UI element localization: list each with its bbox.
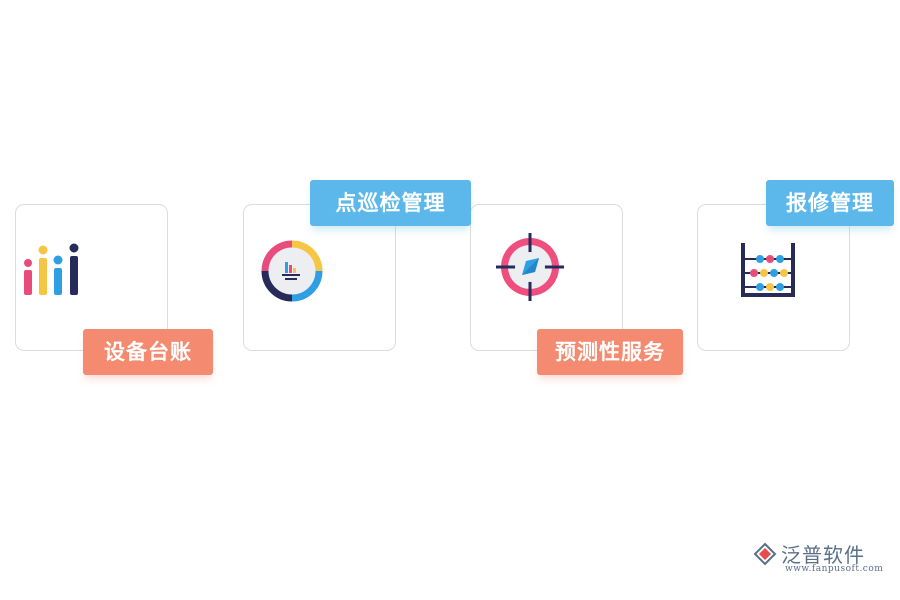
module-card-predictive-service[interactable] (470, 204, 623, 351)
module-card-equipment-ledger[interactable] (15, 204, 168, 351)
label-repair[interactable]: 报修管理 (766, 180, 894, 226)
donut-gauge-icon (261, 240, 323, 302)
bar-chart-people-icon (24, 243, 79, 295)
logo-mark-icon (753, 542, 777, 566)
crosshair-target-icon (496, 233, 564, 301)
module-card-inspection[interactable] (243, 204, 396, 351)
brand-logo: 泛普软件 www.fanpusoft.com (753, 542, 888, 582)
label-inspection[interactable]: 点巡检管理 (310, 180, 471, 226)
logo-name: 泛普软件 (781, 543, 865, 567)
label-predictive-service[interactable]: 预测性服务 (537, 329, 683, 375)
label-equipment-ledger[interactable]: 设备台账 (83, 329, 213, 375)
module-card-repair[interactable] (697, 204, 850, 351)
abacus-icon (741, 243, 795, 297)
logo-url: www.fanpusoft.com (785, 564, 884, 574)
